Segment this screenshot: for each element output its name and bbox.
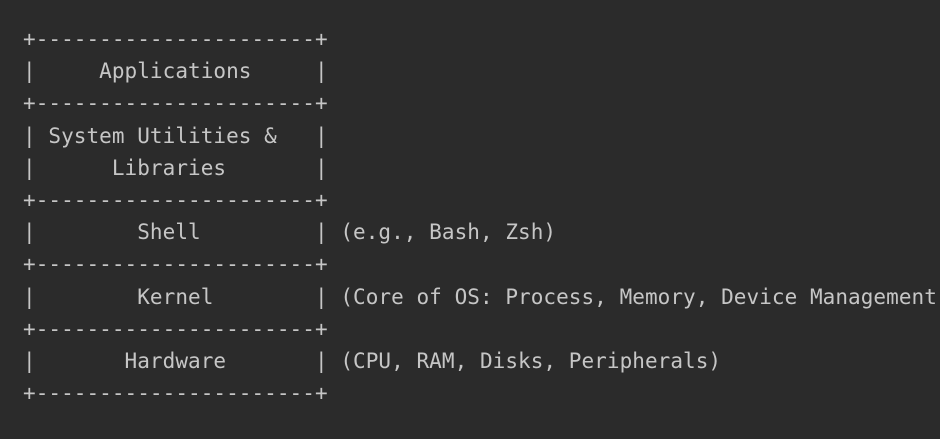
diagram-line: +----------------------+ xyxy=(23,316,328,341)
diagram-line: | Libraries | xyxy=(23,155,328,180)
diagram-line: +----------------------+ xyxy=(23,27,328,51)
diagram-line: | System Utilities & | xyxy=(23,123,328,148)
diagram-line: +----------------------+ xyxy=(23,91,328,116)
diagram-line: | Applications | xyxy=(23,59,328,84)
ascii-diagram: +----------------------+ | Applications |… xyxy=(23,23,940,409)
diagram-line: +----------------------+ xyxy=(23,252,328,277)
diagram-line: | Kernel | (Core of OS: Process, Memory,… xyxy=(23,284,940,309)
diagram-line: +----------------------+ xyxy=(23,381,328,406)
diagram-line: +----------------------+ xyxy=(23,188,328,213)
diagram-line: | Hardware | (CPU, RAM, Disks, Periphera… xyxy=(23,349,722,374)
diagram-line: | Shell | (e.g., Bash, Zsh) xyxy=(23,220,557,245)
